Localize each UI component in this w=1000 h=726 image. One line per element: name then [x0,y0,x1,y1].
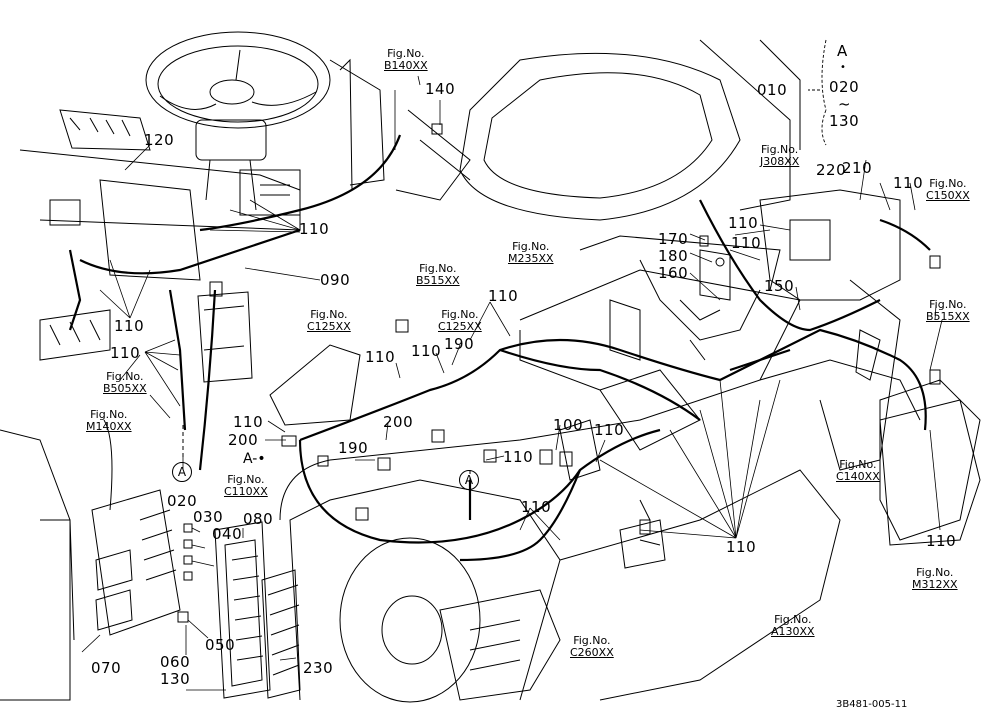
fig-m140: Fig.No.M140XX [86,408,132,433]
part-170-label: 170 [658,230,689,248]
steering-wheel-drawing [145,31,331,211]
part-110-label-11: 110 [594,421,625,439]
seat-drawing [459,39,801,221]
part-210-label: 210 [842,159,873,177]
fig-m312: Fig.No.M312XX [912,566,958,591]
part-110-label-12: 110 [503,448,534,466]
cover-drawing [214,521,301,699]
part-120-label: 120 [144,131,175,149]
fig-c125-1: Fig.No.C125XX [438,308,482,333]
range-130-label: 130 [829,112,860,130]
part-110-label-1: 110 [299,220,330,238]
part-100-label: 100 [553,416,584,434]
part-190-label-1: 190 [444,335,475,353]
range-tilde: ~ [838,95,852,113]
part-110-label-5: 110 [728,214,759,232]
harness-wires [68,134,931,562]
fig-j308: Fig.No.J308XX [760,143,800,168]
plate-drawing [269,344,361,426]
leader-lines [81,75,943,691]
connectors-drawing [177,123,941,623]
fig-c150: Fig.No.C150XX [926,177,970,202]
part-110-label-6: 110 [731,234,762,252]
part-110-label-9: 110 [411,342,442,360]
callout-a-circle-2: A [459,470,479,490]
part-200-label-1: 200 [383,413,414,431]
part-110-label-8: 110 [365,348,396,366]
part-070-label: 070 [91,659,122,677]
fig-a130: Fig.No.A130XX [771,613,815,638]
left-panel-drawing [0,429,75,701]
part-150-label: 150 [764,277,795,295]
fig-b515-1: Fig.No.B515XX [416,262,460,287]
part-110-label-15: 110 [926,532,957,550]
fig-b505: Fig.No.B505XX [103,370,147,395]
part-110-label-4: 110 [893,174,924,192]
part-140-label: 140 [425,80,456,98]
fig-m235: Fig.No.M235XX [508,240,554,265]
bracket-drawing [329,58,471,201]
part-020-label: 020 [167,492,198,510]
part-080-label: 080 [243,510,274,528]
fig-c125-2: Fig.No.C125XX [307,308,351,333]
part-180-label: 180 [658,247,689,265]
part-110-label-3: 110 [110,344,141,362]
fig-b515-2: Fig.No.B515XX [926,298,970,323]
part-130-label: 130 [160,670,191,688]
relay-module-drawing [197,281,253,383]
part-200-label-2: 200 [228,431,259,449]
part-040-label: 040 [212,525,243,543]
part-030-label: 030 [193,508,224,526]
part-110-label-2: 110 [114,317,145,335]
part-010-label: 010 [757,81,788,99]
meter-panel-drawing [19,109,301,281]
callout-a-circle-1: A [172,462,192,482]
fig-c260: Fig.No.C260XX [570,634,614,659]
part-190-label-2: 190 [338,439,369,457]
part-110-label-10: 110 [233,413,264,431]
part-230-label: 230 [303,659,334,677]
range-020-label: 020 [829,78,860,96]
lower-bracket-drawing [879,399,981,546]
range-dot: • [840,62,847,73]
tractor-frame-drawing [279,189,981,703]
control-unit-drawing [91,419,181,636]
part-110-label-14: 110 [726,538,757,556]
part-220-label: 220 [816,161,847,179]
drawing-code: 3B481-005-11 [836,699,908,710]
fig-b140: Fig.No.B140XX [384,47,428,72]
callout-a-arrow: A-• [243,451,266,467]
part-050-label: 050 [205,636,236,654]
part-090-label: 090 [320,271,351,289]
range-a-label: A [837,42,848,60]
fig-c110: Fig.No.C110XX [224,473,268,498]
part-110-label-13: 110 [521,498,552,516]
fig-c140: Fig.No.C140XX [836,458,880,483]
part-160-label: 160 [658,264,689,282]
part-060-label: 060 [160,653,191,671]
part-110-label-7: 110 [488,287,519,305]
